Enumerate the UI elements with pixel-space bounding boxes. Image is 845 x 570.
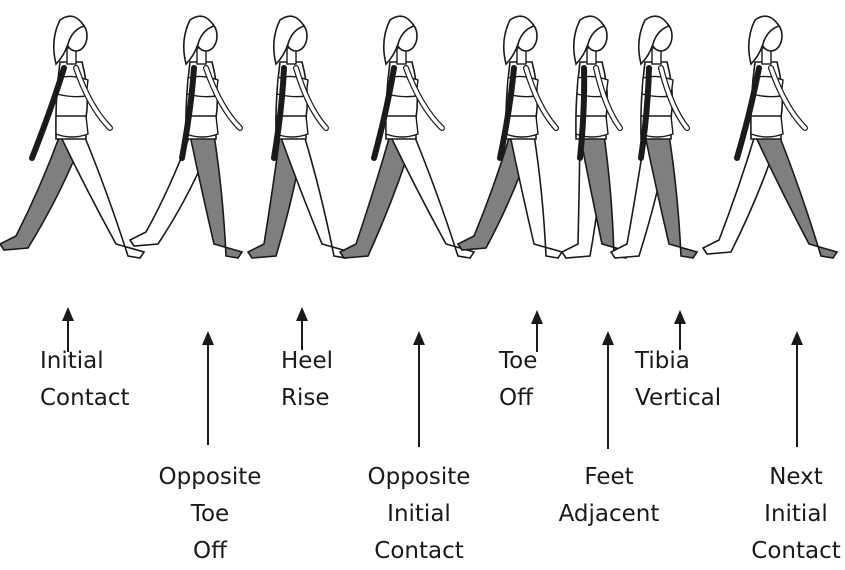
label-feet-adjacent: Feet Adjacent (559, 459, 660, 533)
arrow-opposite-initial-contact (413, 331, 425, 447)
label-opposite-toe-off: Opposite Toe Off (159, 459, 262, 570)
label-toe-off: Toe Off (499, 343, 537, 417)
arrow-next-initial-contact (791, 331, 803, 447)
label-heel-rise: Heel Rise (281, 343, 333, 417)
label-initial-contact: Initial Contact (40, 343, 129, 417)
label-opposite-initial-contact: Opposite Initial Contact (368, 459, 471, 570)
label-next-initial-contact: Next Initial Contact (751, 459, 840, 570)
arrow-feet-adjacent (602, 331, 614, 449)
label-tibia-vertical: Tibia Vertical (635, 343, 721, 417)
arrow-opposite-toe-off (202, 331, 214, 445)
